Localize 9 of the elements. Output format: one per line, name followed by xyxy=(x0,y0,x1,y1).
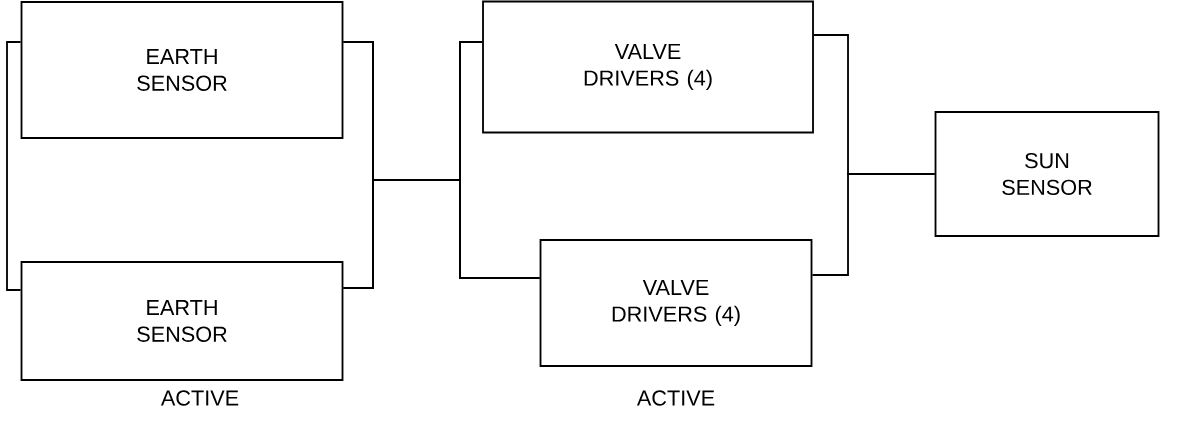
block-box: VALVE DRIVERS (4) xyxy=(539,239,813,367)
connector-line xyxy=(342,179,541,289)
group-label: ACTIVE xyxy=(636,390,715,406)
block-box: EARTH SENSOR xyxy=(20,261,344,381)
block-box: SUN SENSOR xyxy=(934,111,1160,237)
connector-line xyxy=(811,173,936,276)
block-box: VALVE DRIVERS (4) xyxy=(482,0,814,134)
block-box: EARTH SENSOR xyxy=(20,1,344,139)
connector-line xyxy=(6,41,22,291)
